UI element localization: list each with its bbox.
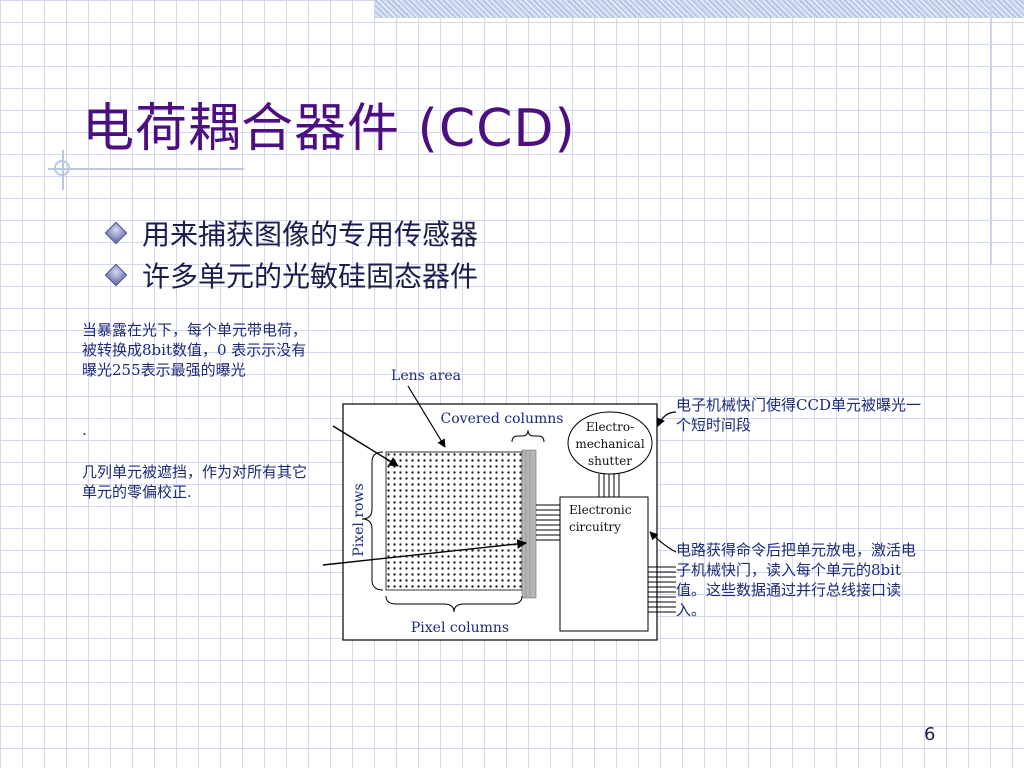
note-dot: . (82, 421, 87, 439)
pixel-columns-brace (385, 595, 523, 613)
shutter-label-line: shutter (588, 454, 632, 468)
covered-columns-brace (511, 429, 545, 443)
bullet-list: 用来捕获图像的专用传感器 许多单元的光敏硅固态器件 (104, 212, 479, 296)
bus-lines-circuitry-out (648, 566, 676, 613)
circuitry-label-line: circuitry (569, 520, 621, 534)
bullet-text: 用来捕获图像的专用传感器 (142, 218, 479, 251)
circuitry-note-arrow (649, 531, 677, 553)
right-decoration-line (990, 0, 992, 265)
shutter-ellipse (567, 411, 653, 475)
note-shutter: 电子机械快门使得CCD单元被曝光一个短时间段 (676, 396, 921, 434)
lens-area-arrow (407, 385, 446, 448)
covered-columns-strip (521, 449, 537, 599)
electronic-circuitry-box (559, 496, 649, 632)
note-covered-columns: 几列单元被遮挡，作为对所有其它单元的零偏校正. (82, 463, 308, 501)
bullet-item: 许多单元的光敏硅固态器件 (104, 254, 479, 296)
pixel-rows-brace (361, 451, 384, 591)
bullet-item: 用来捕获图像的专用传感器 (104, 212, 479, 254)
bullet-text: 许多单元的光敏硅固态器件 (142, 260, 479, 293)
lens-area-label: Lens area (391, 368, 461, 384)
title-underline (48, 168, 244, 170)
shutter-label-line: mechanical (575, 437, 645, 451)
circuitry-label-line: Electronic (569, 503, 632, 517)
note-circuitry: 电路获得命令后把单元放电，激活电子机械快门，读入每个单元的8bit值。这些数据通… (676, 541, 917, 619)
shutter-note-arrow (657, 411, 677, 427)
shutter-connection-lines (598, 474, 620, 497)
shutter-label-line: Electro- (586, 420, 634, 434)
pixel-columns-label: Pixel columns (411, 620, 509, 636)
header-decoration-strip (375, 0, 1024, 18)
covered-columns-label: Covered columns (441, 411, 564, 427)
exposure-arrow (332, 425, 399, 467)
title-crosshair-circle (54, 160, 70, 176)
pixel-rows-label: Pixel rows (351, 483, 367, 556)
bus-lines-array-to-circuitry (536, 504, 560, 541)
covered-columns-arrow (322, 539, 527, 566)
page-number: 6 (924, 724, 936, 745)
slide-title: 电荷耦合器件 (CCD) (82, 99, 576, 159)
note-exposure: 当暴露在光下，每个单元带电荷，被转换成8bit数值，0 表示示没有曝光255表示… (82, 321, 308, 379)
pixel-array (385, 451, 523, 591)
